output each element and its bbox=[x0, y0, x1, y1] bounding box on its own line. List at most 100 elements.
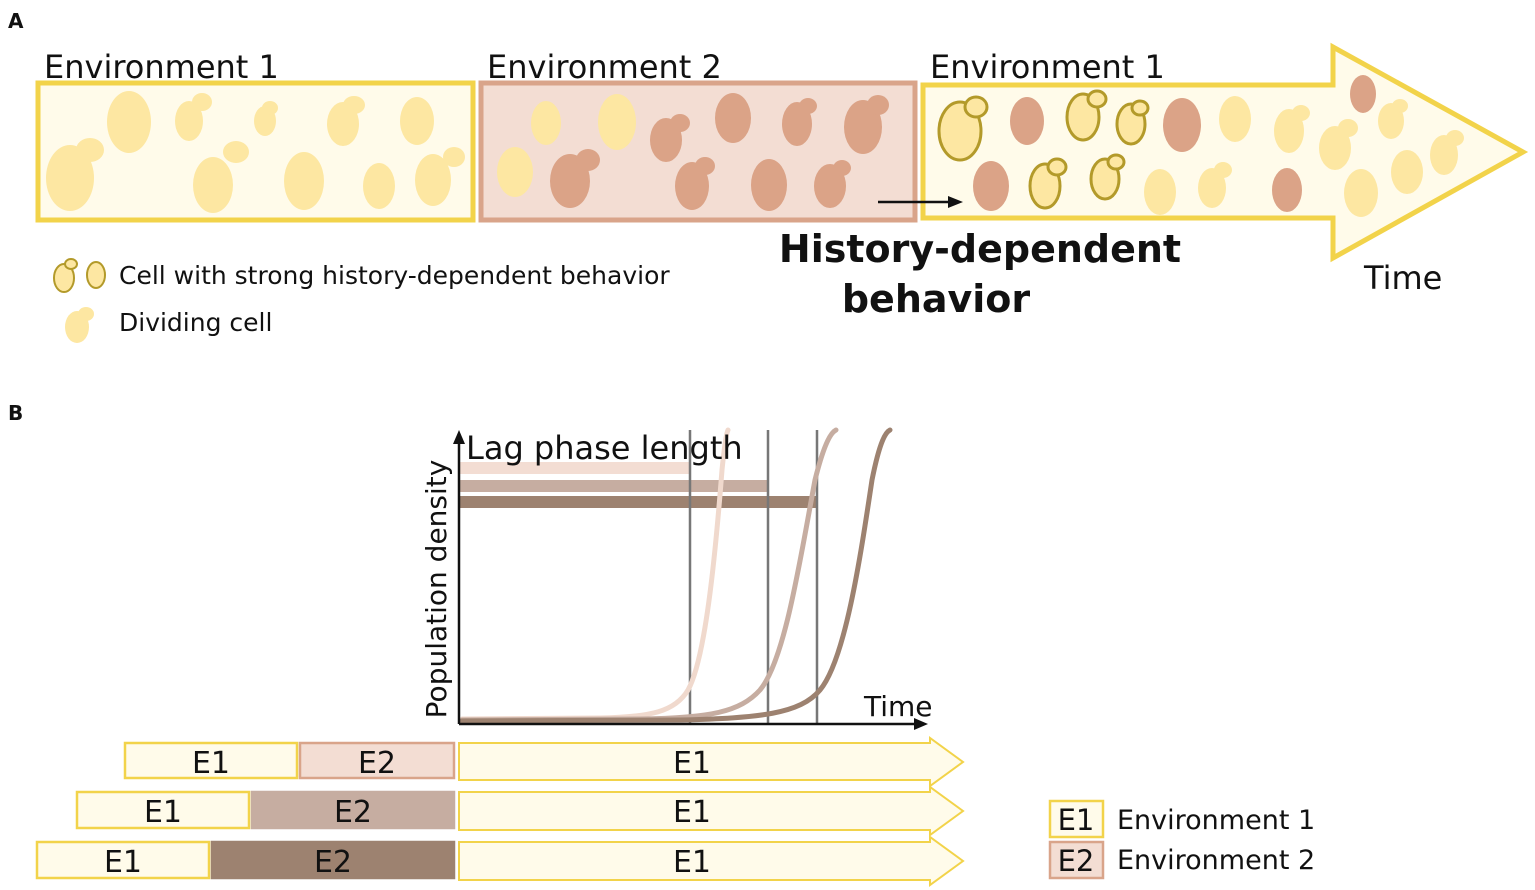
row2-e2-box bbox=[250, 790, 456, 830]
dividing-cell-bud bbox=[223, 141, 249, 163]
growth-curve-light bbox=[459, 427, 731, 722]
dividing-cell bbox=[1344, 169, 1378, 217]
dividing-cell bbox=[193, 157, 233, 213]
dividing-cell bbox=[497, 147, 533, 197]
env1-cells bbox=[46, 91, 465, 213]
history-cell-bud bbox=[1130, 99, 1150, 117]
x-axis-label: Time bbox=[863, 690, 933, 723]
y-axis-arrowhead bbox=[453, 430, 465, 444]
row1-e1b-label: E1 bbox=[673, 746, 711, 781]
legend-e1: E1 Environment 1 bbox=[1048, 799, 1315, 839]
dividing-cell-bud bbox=[1392, 99, 1408, 113]
dividing-cell bbox=[1219, 96, 1251, 142]
row3-e1-label: E1 bbox=[104, 845, 142, 880]
history-dependent-title-line1: History-dependent bbox=[779, 227, 1181, 271]
dividing-cell bbox=[1198, 168, 1226, 208]
environment-row-2: E1 E2 E1 bbox=[75, 785, 965, 837]
dividing-cell bbox=[415, 154, 451, 206]
dividing-cell bbox=[175, 101, 203, 141]
dividing-cell bbox=[363, 163, 395, 209]
history-cell-bud bbox=[1046, 157, 1068, 177]
dividing-cell-bud bbox=[443, 147, 465, 167]
legend-dividing-cell-icon bbox=[65, 307, 94, 343]
dividing-cell bbox=[284, 152, 324, 210]
time-label: Time bbox=[1363, 259, 1442, 297]
brown-cell-bud bbox=[576, 149, 600, 171]
dividing-cell-bud bbox=[76, 138, 104, 162]
x-axis-arrowhead bbox=[914, 718, 928, 730]
brown-cell bbox=[751, 159, 787, 211]
env2-cells bbox=[497, 93, 889, 211]
history-cell-bud bbox=[1106, 153, 1126, 171]
environment-1-title: Environment 1 bbox=[44, 48, 279, 86]
legend-e1-swatch bbox=[1048, 799, 1105, 839]
row1-e1-label: E1 bbox=[192, 746, 230, 781]
legend-history-cell-label: Cell with strong history-dependent behav… bbox=[119, 261, 670, 290]
brown-cell bbox=[973, 161, 1009, 211]
dividing-cell-bud bbox=[1338, 119, 1358, 137]
dividing-cell bbox=[400, 97, 434, 145]
panel-a-label: A bbox=[8, 9, 24, 33]
history-cell-bud bbox=[1086, 89, 1108, 109]
brown-cell-bud bbox=[867, 95, 889, 115]
dividing-cell-bud bbox=[1214, 162, 1232, 178]
brown-cell bbox=[1010, 97, 1044, 145]
legend-e1-text: Environment 1 bbox=[1117, 805, 1315, 836]
dividing-cell bbox=[1144, 169, 1176, 215]
environment-2-title: Environment 2 bbox=[487, 48, 722, 86]
env1-return-cells bbox=[937, 75, 1464, 217]
row3-e2-label: E2 bbox=[314, 845, 352, 880]
growth-curves bbox=[459, 427, 893, 724]
dividing-cell bbox=[1391, 150, 1423, 194]
brown-cell bbox=[1272, 168, 1302, 212]
brown-cell-bud bbox=[670, 114, 690, 132]
row2-e1-arrow bbox=[458, 785, 965, 837]
row2-e1-label: E1 bbox=[144, 795, 182, 830]
environment-row-1: E1 E2 E1 bbox=[123, 736, 965, 788]
history-cell-bud bbox=[963, 95, 989, 119]
legend-e2-swatch bbox=[1048, 840, 1105, 880]
row1-e1-box bbox=[123, 741, 299, 780]
brown-cell-bud bbox=[833, 160, 851, 176]
legend-e2-code: E2 bbox=[1058, 844, 1095, 878]
brown-cell bbox=[1350, 75, 1376, 113]
chart-axes bbox=[453, 430, 928, 730]
dividing-cell-bud bbox=[343, 96, 365, 114]
lag-phase-title: Lag phase length bbox=[466, 429, 743, 467]
row1-e2-label: E2 bbox=[358, 746, 396, 781]
dividing-cell-bud bbox=[262, 101, 278, 115]
row2-e1-box bbox=[75, 790, 251, 830]
dividing-cell bbox=[46, 145, 94, 211]
brown-cell bbox=[715, 93, 751, 143]
legend-dividing-cell-label: Dividing cell bbox=[119, 308, 272, 337]
legend-history-cell-icon bbox=[53, 258, 106, 293]
dividing-cell bbox=[1319, 126, 1351, 170]
legend-e2: E2 Environment 2 bbox=[1048, 840, 1315, 880]
row3-e2-box bbox=[210, 840, 456, 880]
growth-curve-dark bbox=[459, 427, 893, 724]
row2-e2-label: E2 bbox=[334, 795, 372, 830]
growth-curve-mid bbox=[459, 427, 839, 723]
dividing-cell bbox=[531, 101, 561, 145]
row3-e1b-label: E1 bbox=[673, 845, 711, 880]
row1-e2-box bbox=[298, 741, 456, 780]
legend-e2-text: Environment 2 bbox=[1117, 845, 1315, 876]
history-dependent-title-line2: behavior bbox=[842, 277, 1031, 321]
dividing-cell bbox=[107, 91, 151, 153]
panel-b-label: B bbox=[8, 401, 23, 425]
dividing-cell bbox=[1274, 109, 1304, 153]
dividing-cell-bud bbox=[1292, 105, 1310, 121]
dividing-cell-bud bbox=[192, 93, 212, 111]
lag-bar-light bbox=[459, 462, 690, 474]
row1-e1-arrow bbox=[458, 736, 965, 788]
brown-cell-bud bbox=[695, 157, 715, 175]
row2-e1b-label: E1 bbox=[673, 795, 711, 830]
environment-row-3: E1 E2 E1 bbox=[35, 835, 965, 887]
row3-e1-box bbox=[35, 840, 211, 880]
brown-cell bbox=[1163, 98, 1201, 152]
dividing-cell-bud bbox=[1446, 130, 1464, 146]
y-axis-label: Population density bbox=[420, 460, 453, 719]
lag-bar-dark bbox=[459, 496, 817, 508]
environment-1-return-title: Environment 1 bbox=[930, 48, 1165, 86]
